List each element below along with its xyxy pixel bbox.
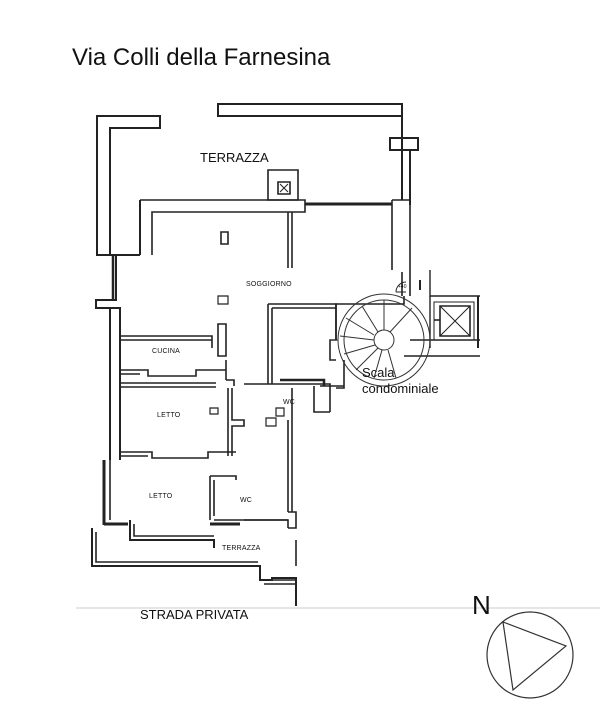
north-wall <box>140 199 306 255</box>
room-label-wc-right: WC <box>283 399 296 406</box>
street-label: STRADA PRIVATA <box>140 607 249 622</box>
room-label-terrazza-bottom: TERRAZZA <box>222 545 261 552</box>
lower-room-walls <box>129 520 215 548</box>
stairwell-walls <box>335 296 405 340</box>
west-wall <box>95 255 121 460</box>
room-label-cucina: CUCINA <box>152 348 181 355</box>
room-label-soggiorno: SOGGIORNO <box>246 281 292 288</box>
spiral-staircase <box>330 293 431 387</box>
step-marker: +40 <box>398 284 407 290</box>
north-arrow <box>486 611 574 699</box>
stair-hall-wall <box>268 303 337 361</box>
north-label: N <box>472 590 491 620</box>
chimney <box>267 169 299 201</box>
address-title: Via Colli della Farnesina <box>72 44 331 71</box>
room-label-letto-upper: LETTO <box>157 412 181 419</box>
terrace-parapet-top <box>217 103 403 117</box>
room-label-terrazza-top: TERRAZZA <box>200 150 269 165</box>
room-label-letto-lower: LETTO <box>149 493 173 500</box>
kitchen-wall <box>120 335 213 348</box>
stair-label-line2: condominiale <box>362 381 439 396</box>
terrace-parapet-left <box>96 115 161 256</box>
room-label-wc-lower: WC <box>240 497 253 504</box>
stair-label-line1: Scala <box>362 365 395 380</box>
bedroom-upper-walls <box>120 451 236 459</box>
